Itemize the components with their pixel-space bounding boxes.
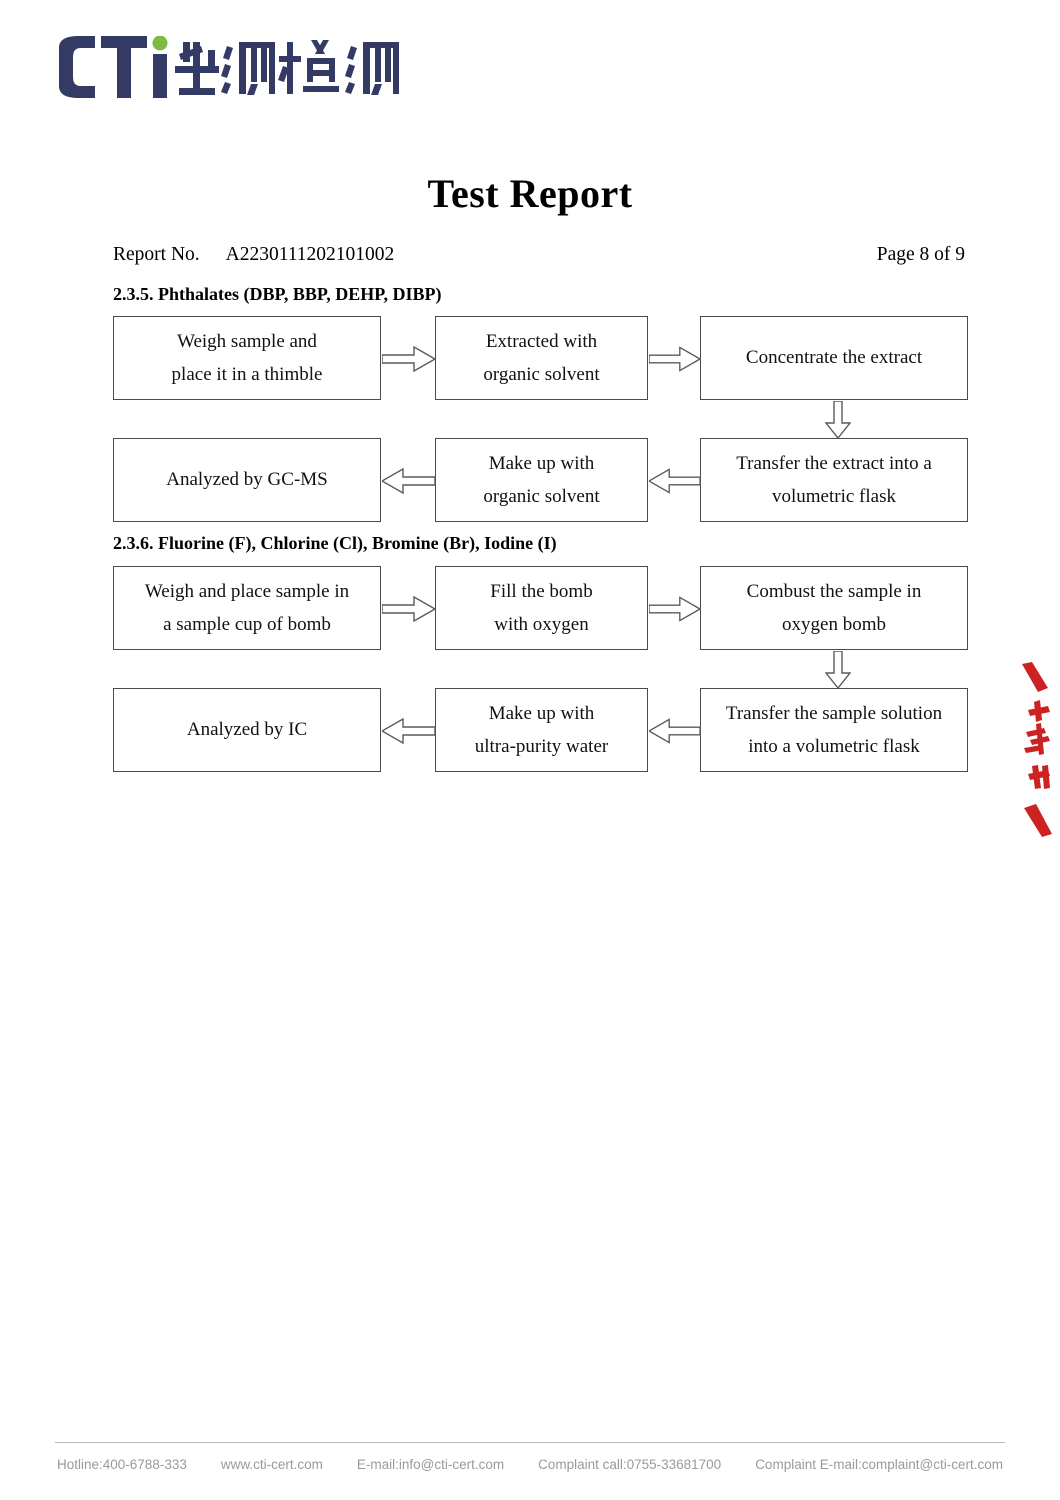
flow-node-line: place it in a thimble bbox=[171, 364, 323, 385]
flow-node-line: with oxygen bbox=[494, 614, 589, 635]
report-number-value: A2230111202101002 bbox=[225, 244, 395, 265]
flow-arrow-right-icon bbox=[382, 596, 436, 622]
flow-node-line: Extracted with bbox=[485, 330, 598, 352]
flow-node-line: Concentrate the extract bbox=[745, 347, 923, 369]
report-meta-row: Report No. A2230111202101002 Page 8 of 9 bbox=[113, 244, 965, 270]
footer-complaint-email[interactable]: Complaint E-mail:complaint@cti-cert.com bbox=[755, 1457, 1003, 1472]
flow-node-line: Transfer the sample solution bbox=[725, 702, 943, 724]
flow-node-weigh-place-sample: Weigh and place sample in a sample cup o… bbox=[113, 566, 381, 650]
flow-node-make-up-solvent: Make up with organic solvent bbox=[435, 438, 648, 522]
footer-website[interactable]: www.cti-cert.com bbox=[220, 1457, 323, 1472]
flow-node-line: Analyzed by GC-MS bbox=[166, 469, 328, 491]
flow-node-transfer-extract: Transfer the extract into a volumetric f… bbox=[700, 438, 968, 522]
flow-node-weigh-sample: Weigh sample and place it in a thimble bbox=[113, 316, 381, 400]
flow-node-line: volumetric flask bbox=[772, 486, 896, 507]
flow-node-line: Weigh and place sample in bbox=[144, 580, 350, 602]
red-seal-watermark bbox=[1018, 662, 1060, 837]
flow-arrow-right-icon bbox=[649, 346, 701, 372]
section-heading-halogens: 2.3.6. Fluorine (F), Chlorine (Cl), Brom… bbox=[113, 533, 557, 553]
flow-node-transfer-solution: Transfer the sample solution into a volu… bbox=[700, 688, 968, 772]
flow-node-line: a sample cup of bomb bbox=[163, 614, 331, 635]
page-title: Test Report bbox=[427, 171, 633, 216]
flow-node-line: oxygen bomb bbox=[782, 614, 886, 635]
flow-node-fill-bomb: Fill the bomb with oxygen bbox=[435, 566, 648, 650]
flow-node-line: ultra-purity water bbox=[474, 736, 609, 757]
flow-node-line: Analyzed by IC bbox=[186, 719, 308, 741]
flow-node-analyzed-ic: Analyzed by IC bbox=[113, 688, 381, 772]
footer-complaint-call: Complaint call:0755-33681700 bbox=[538, 1457, 722, 1472]
flow-node-line: into a volumetric flask bbox=[748, 736, 920, 757]
flow-node-make-up-water: Make up with ultra-purity water bbox=[435, 688, 648, 772]
footer-email[interactable]: E-mail:info@cti-cert.com bbox=[356, 1457, 505, 1472]
flow-node-line: organic solvent bbox=[483, 364, 600, 385]
flow-arrow-down-icon bbox=[825, 651, 851, 689]
report-number-label: Report No. bbox=[113, 244, 200, 265]
flow-node-concentrate-extract: Concentrate the extract bbox=[700, 316, 968, 400]
flowchart-halogens: Weigh and place sample in a sample cup o… bbox=[113, 566, 968, 772]
flow-node-line: Combust the sample in bbox=[746, 580, 922, 602]
flow-node-line: Fill the bomb bbox=[490, 580, 593, 602]
footer-hotline: Hotline:400-6788-333 bbox=[57, 1457, 187, 1472]
flow-arrow-right-icon bbox=[382, 346, 436, 372]
footer-contact-items: Hotline:400-6788-333 www.cti-cert.com E-… bbox=[55, 1457, 1005, 1472]
flow-arrow-down-icon bbox=[825, 401, 851, 439]
cti-logo-svg bbox=[59, 36, 399, 98]
page-footer: Hotline:400-6788-333 www.cti-cert.com E-… bbox=[55, 1442, 1005, 1472]
report-number: Report No. A2230111202101002 bbox=[113, 244, 394, 266]
flow-node-line: Make up with bbox=[488, 702, 595, 724]
flow-arrow-left-icon bbox=[382, 718, 436, 744]
flowchart-phthalates: Weigh sample and place it in a thimble E… bbox=[113, 316, 968, 522]
flow-node-analyzed-gcms: Analyzed by GC-MS bbox=[113, 438, 381, 522]
flow-arrow-left-icon bbox=[382, 468, 436, 494]
flow-node-line: organic solvent bbox=[483, 486, 600, 507]
flow-arrow-left-icon bbox=[649, 718, 701, 744]
cti-logo bbox=[55, 36, 400, 98]
section-heading-phthalates: 2.3.5. Phthalates (DBP, BBP, DEHP, DIBP) bbox=[113, 284, 442, 304]
footer-divider bbox=[55, 1442, 1005, 1443]
red-seal-icon bbox=[1022, 662, 1052, 837]
flow-node-line: Transfer the extract into a bbox=[736, 452, 932, 474]
flow-arrow-right-icon bbox=[649, 596, 701, 622]
page-indicator: Page 8 of 9 bbox=[876, 244, 965, 265]
flow-node-combust-sample: Combust the sample in oxygen bomb bbox=[700, 566, 968, 650]
flow-node-line: Weigh sample and bbox=[177, 330, 317, 352]
flow-node-line: Make up with bbox=[488, 452, 595, 474]
flow-arrow-left-icon bbox=[649, 468, 701, 494]
flow-node-extracted-with-solvent: Extracted with organic solvent bbox=[435, 316, 648, 400]
